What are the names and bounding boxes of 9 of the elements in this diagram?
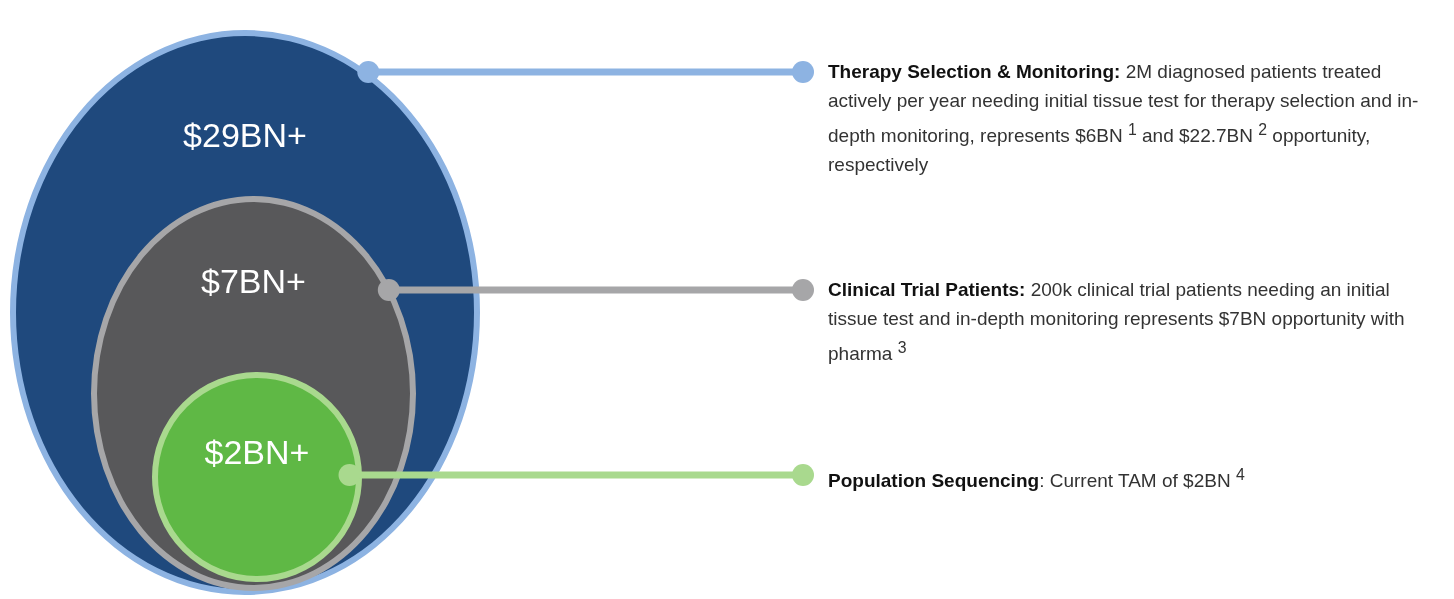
description-text: Population Sequencing: Current TAM of $2BN $^{4}$ — [828, 460, 1443, 500]
description-text: Therapy Selection & Monitoring: 2M diagnosed patients treated actively per year needing initial tissue test for therapy selection and in-depth monitoring, represents $6BN $^{1}$ and $22.7BN $^{2}$ opportunity, respectively — [828, 57, 1443, 187]
leader-line — [377, 279, 814, 301]
leader-line — [357, 61, 814, 83]
value-label: $29BN+ — [182, 116, 308, 155]
leader-line — [338, 464, 814, 486]
value-label: $2BN+ — [203, 433, 311, 472]
value-label: $7BN+ — [200, 262, 307, 301]
description-text: Clinical Trial Patients: 200k clinical trial patients needing an initial tissue test and in-depth monitoring represents $7BN opportunity with pharma $^{3}$ — [828, 275, 1443, 375]
